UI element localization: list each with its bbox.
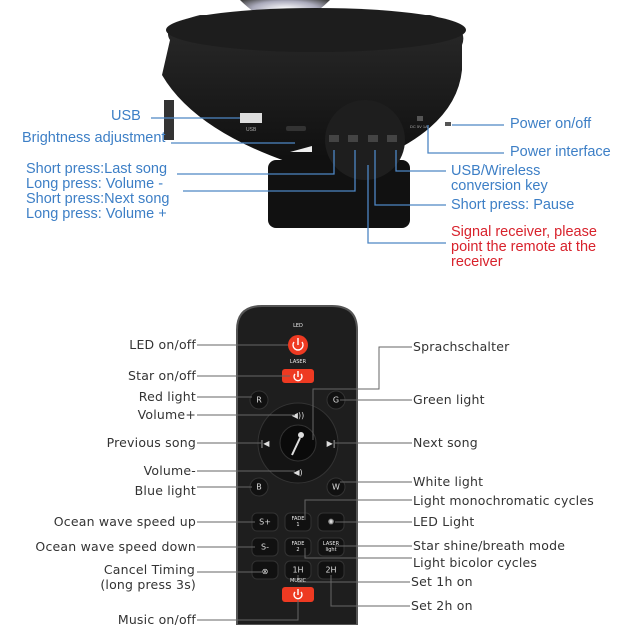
button-s-plus[interactable]: S+ [259, 517, 271, 527]
label-previous-song: Previous song [106, 435, 196, 450]
label-usb: USB [111, 108, 141, 124]
button-g[interactable]: G [332, 395, 340, 405]
label-mono-cycles: Light monochromatic cycles [413, 493, 594, 508]
music-caption: MUSIC [289, 578, 307, 584]
label-power-onoff: Power on/off [510, 116, 592, 132]
label-cancel-timing-1: Cancel Timing [103, 562, 195, 577]
label-star-onoff: Star on/off [127, 368, 196, 383]
label-signal-1: Signal receiver, please [451, 224, 597, 240]
label-speed-down: Ocean wave speed down [35, 539, 196, 554]
label-set-2h: Set 2h on [411, 598, 473, 613]
label-led-onoff: LED on/off [129, 337, 196, 352]
label-next-song-2: Long press: Volume + [26, 206, 167, 222]
svg-text:◀): ◀) [293, 468, 302, 477]
label-usb-wireless-1: USB/Wireless [451, 163, 541, 179]
label-signal-2: point the remote at the [451, 239, 597, 255]
label-next-song-1: Short press:Next song [26, 191, 170, 207]
svg-text:◀)): ◀)) [292, 411, 304, 420]
label-red-light: Red light [138, 389, 196, 404]
svg-text:|◀: |◀ [261, 439, 271, 448]
label-bicolor-cycles: Light bicolor cycles [413, 555, 538, 570]
label-volume-up: Volume+ [137, 407, 196, 422]
label-last-song-1: Short press:Last song [26, 161, 168, 177]
button-fade2[interactable]: FADE 2 [291, 541, 305, 553]
label-last-song-2: Long press: Volume - [26, 176, 164, 192]
label-green-light: Green light [413, 392, 485, 407]
dc-port-mark: DC 5V 1A [410, 124, 428, 129]
remote-control: ◀)) ◀) |◀ ▶| ⊗ [236, 305, 358, 625]
label-led-light: LED Light [413, 514, 475, 529]
laser-caption: LASER [289, 359, 307, 365]
label-usb-wireless-2: conversion key [451, 178, 548, 194]
button-laser-light[interactable]: LASER light [322, 541, 340, 553]
label-pause: Short press: Pause [451, 197, 575, 213]
label-music-onoff: Music on/off [117, 612, 196, 625]
label-brightness: Brightness adjustment [22, 130, 166, 146]
usb-port-mark: USB [246, 127, 257, 133]
button-led-light[interactable]: ✺ [327, 517, 335, 527]
label-white-light: White light [413, 474, 484, 489]
led-caption: LED [293, 323, 303, 329]
usb-port [240, 113, 262, 123]
label-cancel-timing-2: (long press 3s) [100, 577, 196, 592]
button-s-minus[interactable]: S- [261, 542, 269, 552]
label-next-song: Next song [413, 435, 478, 450]
svg-text:⊗: ⊗ [262, 567, 269, 576]
remote-leader-lines [197, 344, 412, 621]
label-speed-up: Ocean wave speed up [53, 514, 196, 529]
button-w[interactable]: W [332, 482, 340, 492]
button-b[interactable]: B [256, 482, 262, 492]
button-2h[interactable]: 2H [325, 565, 337, 575]
device-leader-lines [151, 117, 504, 244]
label-sprachschalter: Sprachschalter [413, 339, 510, 354]
svg-text:▶|: ▶| [327, 439, 336, 448]
button-1h[interactable]: 1H [292, 565, 304, 575]
button-r[interactable]: R [256, 395, 262, 405]
label-blue-light: Blue light [134, 483, 196, 498]
label-power-interface: Power interface [510, 144, 611, 160]
label-signal-3: receiver [451, 254, 503, 270]
label-set-1h: Set 1h on [411, 574, 473, 589]
label-volume-down: Volume- [143, 463, 196, 478]
label-star-shine: Star shine/breath mode [413, 538, 566, 553]
projector-device [162, 0, 466, 228]
button-panel [325, 100, 405, 180]
button-fade1[interactable]: FADE 1 [291, 516, 305, 528]
